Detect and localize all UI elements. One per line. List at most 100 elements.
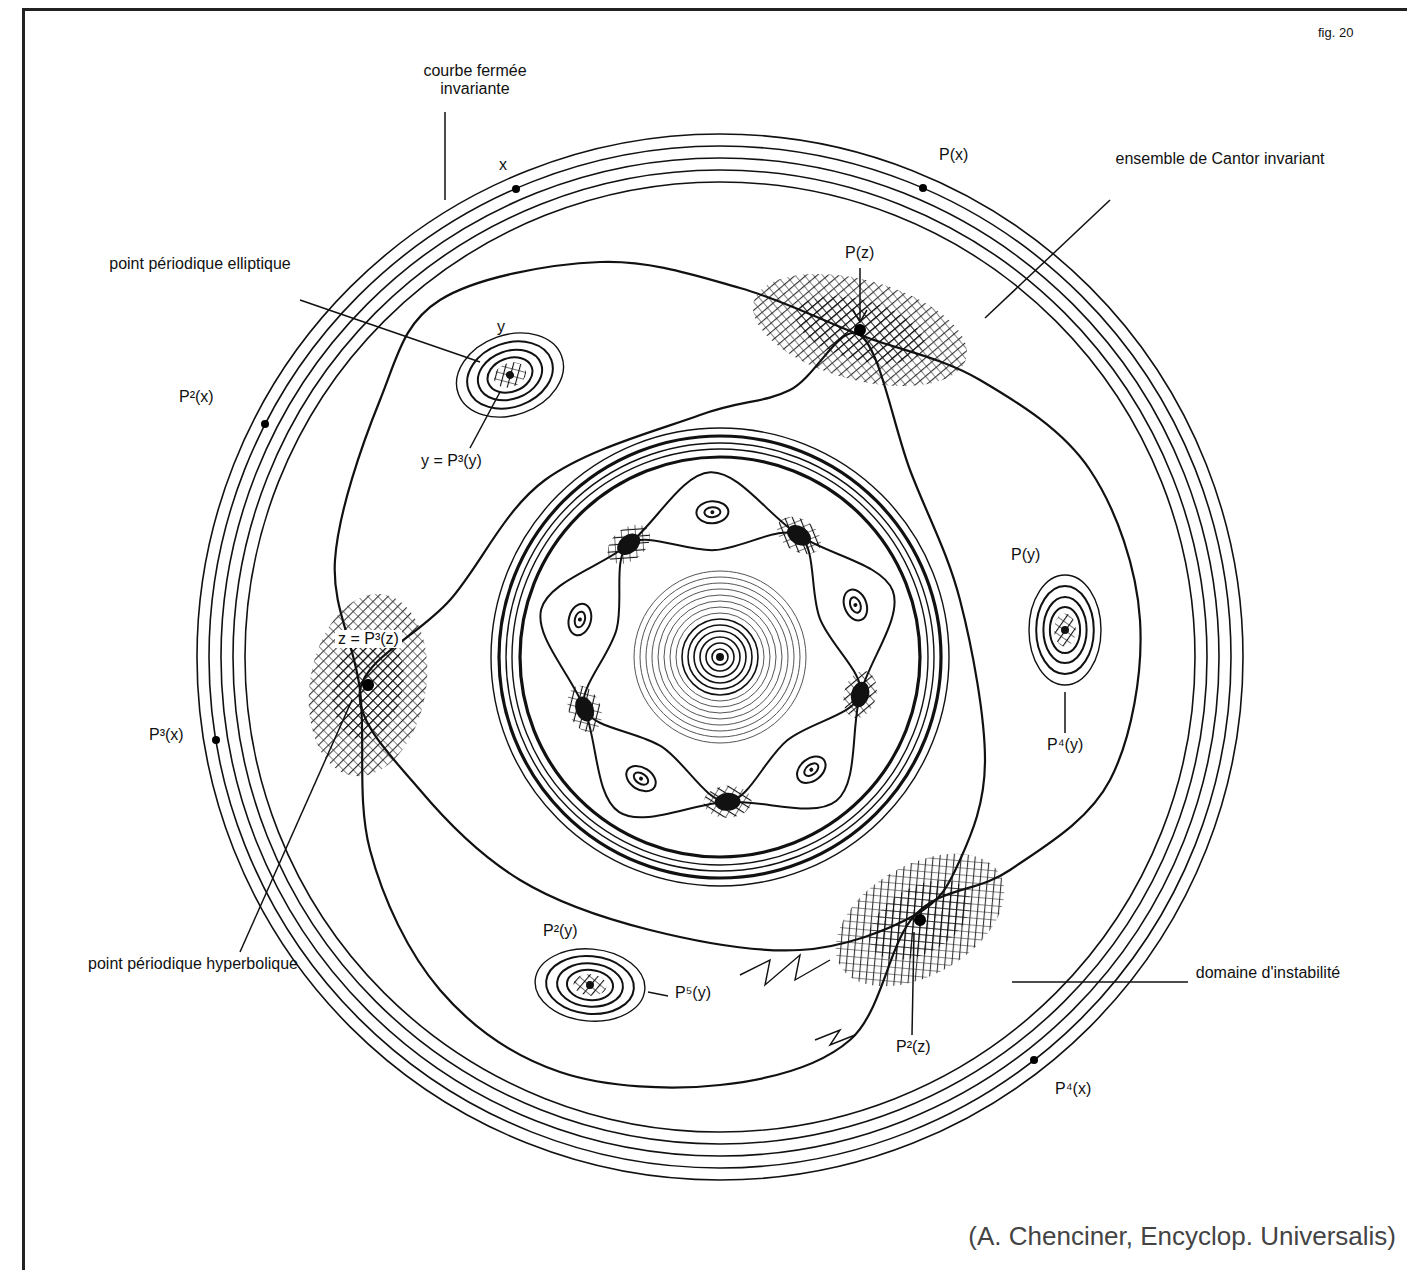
invariant-circle (209, 146, 1231, 1168)
drawing-part (1061, 626, 1069, 634)
elliptic-island (445, 319, 576, 432)
chaotic-zone (770, 509, 828, 562)
drawing-part (572, 694, 598, 725)
drawing-part (573, 610, 587, 628)
leader-line (300, 300, 480, 362)
elliptic-island (565, 601, 595, 638)
drawing-part (912, 912, 928, 928)
label-text: P(x) (936, 146, 971, 164)
drawing-part (445, 319, 576, 432)
drawing-part (471, 341, 549, 409)
drawing-part (638, 776, 644, 782)
label-text: P³(x) (146, 726, 187, 744)
elliptic-island (792, 751, 831, 788)
leader-line (648, 992, 668, 996)
separatrix (540, 472, 894, 817)
drawing-part (577, 617, 582, 622)
invariant-circle (221, 158, 1219, 1156)
drawing-part (710, 510, 714, 514)
label-text: P²(x) (176, 388, 217, 406)
invariant-circle (499, 436, 941, 878)
leader-line (1064, 692, 1066, 733)
leader-line (859, 268, 861, 320)
label-text: P²(y) (540, 922, 581, 940)
orbit-point (261, 420, 269, 428)
drawing-part (808, 767, 814, 773)
drawing-part (856, 864, 985, 976)
drawing-part (703, 785, 753, 819)
label-text: domaine d'instabilité (1193, 964, 1343, 982)
drawing-part (586, 981, 595, 990)
core-circle (658, 595, 782, 719)
orbit-point (212, 736, 220, 744)
drawing-part (770, 509, 828, 562)
chaotic-zone (600, 517, 657, 572)
core-circle (682, 619, 758, 695)
core-circle (700, 637, 740, 677)
drawing-part (295, 584, 441, 785)
label-text: P(z) (842, 244, 877, 262)
leader-line (470, 392, 500, 448)
drawing-part (573, 973, 608, 997)
drawing-part (324, 625, 412, 746)
drawing-part (565, 601, 595, 638)
label-text: z = P³(z) (335, 630, 402, 648)
core-circle (688, 625, 752, 689)
label-text: P⁴(x) (1052, 1080, 1094, 1098)
label-text: courbe fermée invariante (400, 62, 550, 99)
drawing-part (561, 681, 608, 737)
label-text: ensemble de Cantor invariant (1100, 150, 1340, 168)
label-text: fig. 20 (1318, 26, 1353, 41)
core-circle (664, 601, 776, 713)
drawing-part (505, 370, 515, 380)
separatrix (583, 532, 860, 801)
label-text: y (497, 318, 505, 336)
core-circle (694, 631, 746, 683)
invariant-circle (197, 134, 1243, 1180)
core-circle (712, 649, 728, 665)
drawing-part (361, 678, 375, 692)
drawing-part (622, 761, 661, 797)
leader-line (985, 200, 1110, 318)
leader-arrowhead (853, 310, 867, 322)
chaotic-zone (295, 584, 441, 785)
drawing-part (544, 952, 637, 1017)
drawing-part (853, 323, 868, 338)
separatrix (360, 333, 985, 950)
drawing-part (802, 761, 821, 779)
label-text: point périodique elliptique (100, 255, 300, 273)
core-circle (676, 613, 764, 701)
core-circle (706, 643, 734, 671)
page-frame (22, 8, 1407, 1270)
core-circle (634, 571, 806, 743)
drawing-part (714, 792, 741, 811)
drawing-part (490, 358, 529, 392)
drawing-part (1054, 614, 1076, 647)
elliptic-island (839, 586, 871, 624)
drawing-part (704, 507, 721, 518)
drawing-part (792, 751, 831, 788)
label-text: P(y) (1008, 546, 1043, 564)
leader-line (912, 932, 914, 1035)
chaotic-zone (741, 253, 979, 407)
elliptic-island (696, 500, 729, 524)
core-circle (640, 577, 800, 737)
label-text: P⁵(y) (672, 984, 714, 1002)
leader-line (444, 112, 446, 200)
invariant-circle (520, 457, 920, 857)
drawing-part (853, 602, 858, 607)
chaotic-zone (813, 826, 1027, 1013)
label-text: P⁴(y) (1044, 736, 1086, 754)
drawing-part (848, 596, 863, 615)
drawing-part (1050, 607, 1080, 653)
orbit-point (1030, 1056, 1038, 1064)
drawing-part (839, 586, 871, 624)
leader-line (1012, 981, 1188, 983)
label-text: point périodique hyperbolique (88, 955, 298, 973)
core-circle (670, 607, 770, 707)
separatrix (335, 262, 1141, 1088)
chaotic-zone (838, 667, 881, 722)
elliptic-island (1029, 575, 1101, 685)
drawing-part (532, 944, 648, 1025)
orbit-point (512, 185, 520, 193)
